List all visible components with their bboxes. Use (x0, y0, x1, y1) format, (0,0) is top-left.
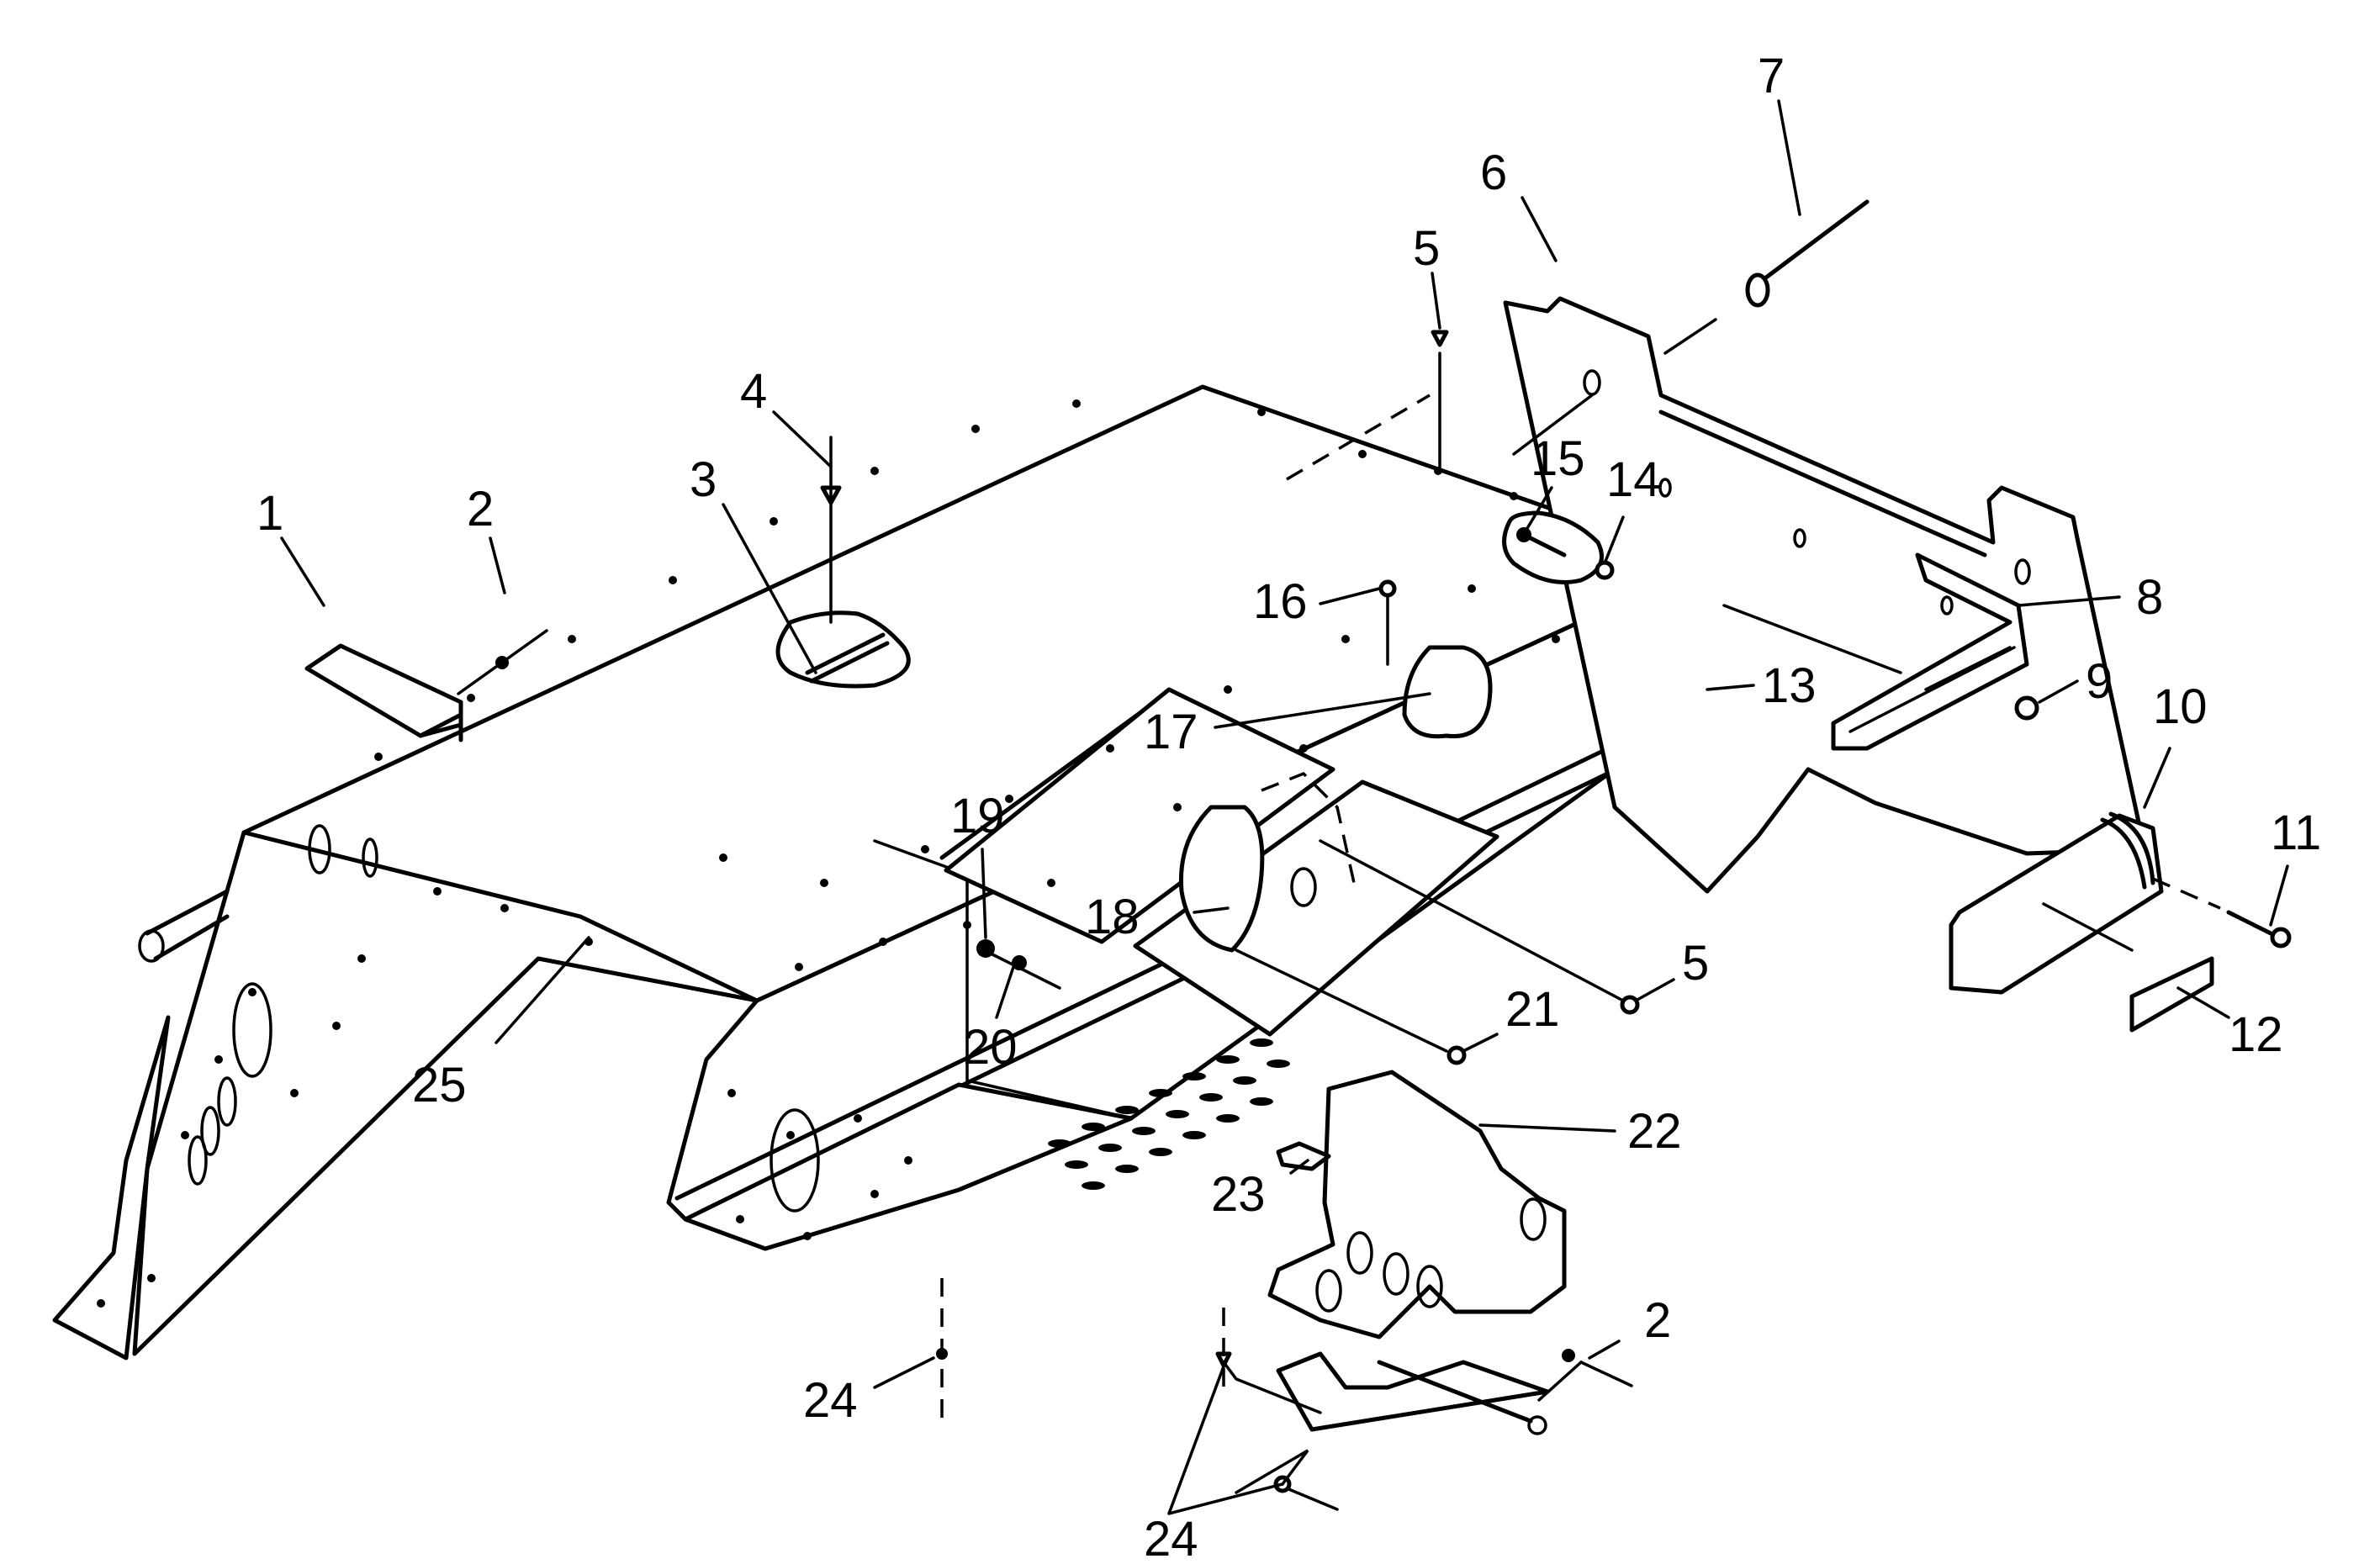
side-hole-large-front (770, 1108, 820, 1213)
leader-11 (2269, 864, 2289, 927)
leader-13 (1706, 684, 1755, 691)
leader-5b (1634, 978, 1675, 1002)
leader-16 (1319, 587, 1381, 605)
leader-14 (1603, 515, 1625, 565)
callout-5-lower: 5 (1682, 936, 1709, 991)
rear-rod (145, 889, 230, 961)
part-5-fastener-lower (1319, 839, 1640, 1015)
callout-12: 12 (2229, 1007, 2283, 1062)
part-10-bumper (1949, 811, 2164, 995)
leader-4 (772, 410, 833, 468)
leader-5a (1431, 272, 1441, 330)
part-17-cutaway (1402, 645, 1493, 739)
leader-lines (280, 99, 2289, 1515)
callout-24-left: 24 (803, 1373, 858, 1428)
callout-21: 21 (1505, 982, 1560, 1037)
lower-bracket-assembly (1276, 1351, 1583, 1435)
part-14-15-bolt-detail (1502, 510, 1615, 584)
callout-20: 20 (963, 1020, 1018, 1075)
side-hole-rear-upper-2 (362, 837, 378, 878)
leader-2a (489, 536, 506, 594)
callout-1: 1 (257, 486, 283, 541)
part-24-fasteners (936, 1278, 1339, 1511)
top-window-2 (1133, 779, 1499, 1037)
part-22-bracket (1267, 1070, 1567, 1339)
side-hole-rear-upper-1 (308, 824, 331, 874)
callout-5: 5 (1413, 221, 1440, 276)
callout-2-lower: 2 (1644, 1293, 1671, 1348)
leader-22 (1478, 1123, 1616, 1133)
callout-10: 10 (2153, 679, 2208, 734)
leader-20 (995, 965, 1015, 1019)
part-2-rivet-top (457, 629, 548, 695)
leader-15 (1525, 486, 1553, 531)
part-8-rail (1831, 552, 2029, 751)
side-hole-small-rear-2 (200, 1106, 220, 1156)
part-19-20-fasteners (976, 939, 1061, 990)
callout-3: 3 (690, 452, 717, 507)
leader-10 (2143, 747, 2171, 809)
leader-23 (1289, 1159, 1309, 1175)
side-hole-small-rear-1 (217, 1076, 237, 1127)
leader-9 (2038, 679, 2079, 704)
running-board-perforations (1048, 1038, 1290, 1190)
callout-24-bottom: 24 (1144, 1512, 1198, 1564)
part-6-bracket (1503, 296, 2147, 894)
callout-9: 9 (2086, 654, 2113, 709)
callout-25: 25 (412, 1058, 467, 1112)
callout-16: 16 (1253, 574, 1308, 629)
part-7-rivet (1663, 199, 1870, 355)
callout-23: 23 (1211, 1167, 1266, 1222)
rear-rod-end (138, 929, 165, 963)
callout-18: 18 (1085, 890, 1140, 944)
callout-14: 14 (1606, 452, 1661, 507)
leader-18 (1193, 906, 1230, 914)
rear-flap (52, 1015, 171, 1361)
leader-19 (981, 848, 987, 939)
callout-22: 22 (1627, 1104, 1682, 1159)
leader-12 (2176, 986, 2230, 1019)
leader-6 (1521, 196, 1558, 262)
part-21-fastener (1235, 948, 1467, 1065)
callout-labels: 1 2 3 4 5 6 7 8 9 10 11 12 13 14 15 16 1… (257, 49, 2321, 1564)
part-1-plate (304, 643, 463, 742)
part-2-rivet-lower (1562, 1349, 1633, 1387)
leader-2b (1588, 1339, 1621, 1360)
part-12-strip (2042, 902, 2214, 1033)
rivet-holes (97, 399, 1686, 1308)
top-window-1 (944, 687, 1335, 944)
leader-24b (1167, 1365, 1284, 1515)
callout-2: 2 (467, 482, 494, 536)
leader-21 (1462, 1033, 1499, 1053)
callout-7: 7 (1758, 49, 1785, 103)
callout-19: 19 (950, 789, 1005, 843)
callout-6: 6 (1480, 145, 1507, 200)
part-5-fastener-top (1286, 330, 1449, 481)
callout-17: 17 (1144, 705, 1198, 759)
leader-7 (1777, 99, 1801, 216)
side-hole-large-rear (232, 982, 272, 1078)
part-18-cutaway (1178, 771, 1356, 953)
callout-15: 15 (1531, 431, 1585, 486)
leader-25 (495, 936, 590, 1044)
leader-24a (873, 1356, 935, 1389)
bottom-crease (965, 873, 1133, 1120)
side-hole-small-rear-3 (188, 1135, 208, 1186)
callout-4: 4 (740, 364, 767, 419)
part-23-pin (1276, 1141, 1331, 1171)
leader-3 (722, 503, 817, 674)
callout-11: 11 (2271, 806, 2321, 860)
leader-1 (280, 536, 325, 607)
callout-13: 13 (1762, 658, 1817, 713)
part-3-cutaway (775, 610, 911, 689)
part-16-fastener (1378, 579, 1397, 666)
part-11-screw (2152, 877, 2292, 948)
leader-17 (1214, 692, 1431, 729)
part-9-nut (1722, 604, 2039, 721)
callout-8: 8 (2136, 570, 2163, 625)
tunnel-bottom-panel (683, 1082, 1134, 1251)
leader-8 (2017, 595, 2121, 607)
